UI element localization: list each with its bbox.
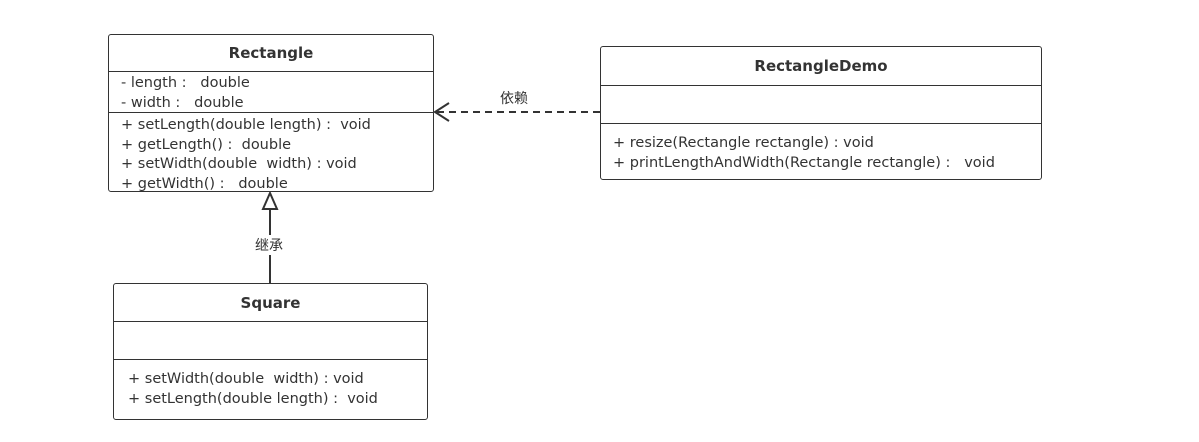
- dependency-arrowhead: [433, 102, 450, 122]
- class-rectangle[interactable]: Rectangle - length : double - width : do…: [108, 34, 434, 192]
- dependency-label: 依赖: [498, 88, 530, 108]
- attribute-row: - length : double: [121, 75, 250, 91]
- attributes-section: [114, 322, 427, 360]
- operation-row: + getLength() : double: [121, 136, 292, 153]
- class-rectangle-demo[interactable]: RectangleDemo + resize(Rectangle rectang…: [600, 46, 1042, 180]
- operation-row: + printLengthAndWidth(Rectangle rectangl…: [613, 154, 995, 171]
- inheritance-label: 继承: [253, 235, 285, 255]
- operation-row: + setLength(double length) : void: [121, 117, 371, 133]
- class-name: RectangleDemo: [601, 47, 1041, 86]
- operations-section: + setWidth(double width) : void + setLen…: [114, 360, 427, 409]
- operation-row: + setWidth(double width) : void: [121, 156, 357, 172]
- operation-row: + getWidth() : double: [121, 175, 288, 192]
- operations-section: + resize(Rectangle rectangle) : void + p…: [601, 124, 1041, 173]
- class-square[interactable]: Square + setWidth(double width) : void +…: [113, 283, 428, 420]
- operation-row: + setLength(double length) : void: [128, 390, 378, 407]
- class-name: Square: [114, 284, 427, 322]
- operation-row: + resize(Rectangle rectangle) : void: [613, 135, 874, 151]
- operations-section: + setLength(double length) : void + getL…: [109, 113, 433, 192]
- attributes-section: [601, 86, 1041, 124]
- inheritance-arrowhead: [261, 190, 279, 210]
- attribute-row: - width : double: [121, 94, 244, 111]
- class-name: Rectangle: [109, 35, 433, 72]
- operation-row: + setWidth(double width) : void: [128, 371, 364, 387]
- attributes-section: - length : double - width : double: [109, 72, 433, 113]
